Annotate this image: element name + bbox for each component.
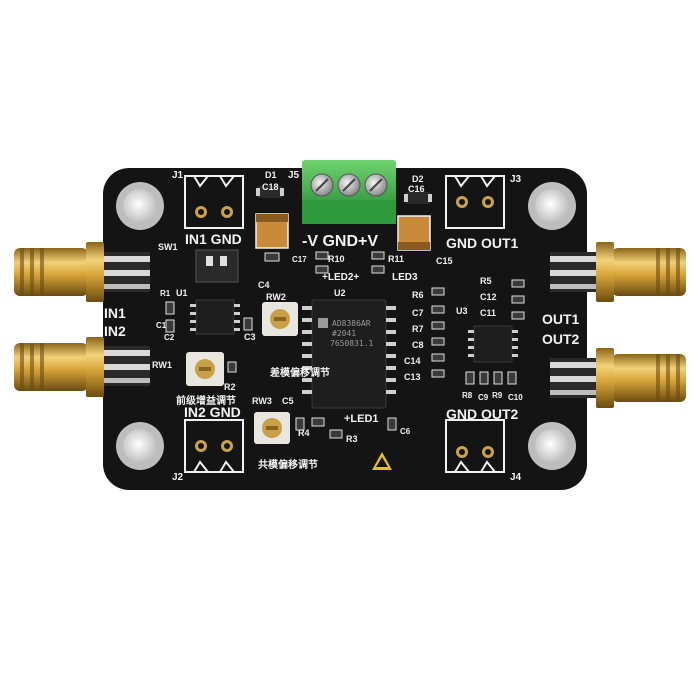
- label-r2: R2: [224, 382, 236, 392]
- power-terminal-block: [302, 160, 396, 224]
- label-rw3: RW3: [252, 396, 272, 406]
- label-u1: U1: [176, 288, 188, 298]
- label-c9: C9: [478, 393, 489, 402]
- sma-connector-out2: [550, 348, 686, 408]
- header-j2: [184, 419, 244, 473]
- label-c8: C8: [412, 340, 424, 350]
- label-c1: C1: [156, 321, 167, 330]
- label-c15: C15: [436, 256, 453, 266]
- label-c10: C10: [508, 393, 523, 402]
- label-j5: J5: [288, 170, 300, 181]
- label-rw2: RW2: [266, 292, 286, 302]
- mounting-hole-top-left: [116, 182, 164, 230]
- label-c3: C3: [244, 332, 256, 342]
- smd-components: [165, 251, 525, 439]
- label-in2-gnd: IN2 GND: [184, 404, 241, 420]
- chip-u2: [302, 299, 396, 409]
- label-c5: C5: [282, 396, 294, 406]
- label-r4: R4: [298, 428, 310, 438]
- label-c11: C11: [480, 308, 496, 318]
- sma-connector-out1: [550, 242, 686, 302]
- label-r9: R9: [492, 391, 503, 400]
- label-c4: C4: [258, 280, 270, 290]
- label-gnd-out1: GND OUT1: [446, 235, 519, 251]
- esd-warning-icon: [372, 452, 392, 470]
- header-j3: [445, 175, 505, 229]
- label-in1: IN1: [104, 305, 126, 321]
- label-rw1: RW1: [152, 360, 172, 370]
- chip-marking-line1: AD8386AR: [332, 319, 371, 328]
- label-j2: J2: [172, 472, 184, 483]
- label-out2: OUT2: [542, 331, 580, 347]
- chip-marking-line3: 7650831.1: [330, 339, 374, 348]
- label-j3: J3: [510, 174, 522, 185]
- trimpot-rw2: [262, 302, 298, 336]
- header-j1: [184, 175, 244, 229]
- label-r10: R10: [328, 254, 345, 264]
- label-sw1: SW1: [158, 242, 178, 252]
- label-c12: C12: [480, 292, 497, 302]
- label-led1: +LED1: [344, 413, 379, 425]
- sma-connector-in2: [14, 337, 150, 397]
- label-common-offset: 共模偏移调节: [258, 458, 318, 471]
- label-r5: R5: [480, 276, 492, 286]
- label-led3: LED3: [392, 272, 418, 283]
- label-r7: R7: [412, 324, 424, 334]
- trimpot-rw3: [254, 412, 290, 444]
- label-out1: OUT1: [542, 311, 580, 327]
- trimpot-rw1: [186, 352, 224, 386]
- cap-c17: [255, 213, 289, 249]
- label-in1-gnd: IN1 GND: [185, 231, 242, 247]
- label-diff-offset: 差模偏移调节: [270, 366, 330, 379]
- label-j1: J1: [172, 170, 184, 181]
- label-r1: R1: [160, 289, 171, 298]
- chip-u3: [468, 325, 518, 363]
- label-gain-adjust: 前级增益调节: [176, 394, 236, 407]
- label-c2: C2: [164, 333, 175, 342]
- diode-d2: [404, 192, 432, 204]
- label-c7: C7: [412, 308, 424, 318]
- mounting-hole-bottom-left: [116, 422, 164, 470]
- label-u3: U3: [456, 306, 468, 316]
- label-r3: R3: [346, 434, 358, 444]
- label-led2: +LED2+: [322, 272, 359, 283]
- diode-d1: [256, 186, 284, 198]
- mounting-hole-top-right: [528, 182, 576, 230]
- cap-c15: [397, 215, 431, 251]
- label-r11: R11: [388, 254, 404, 264]
- dip-switch-sw1: [195, 249, 239, 283]
- mounting-hole-bottom-right: [528, 422, 576, 470]
- label-j4: J4: [510, 472, 522, 483]
- label-c18: C18: [262, 182, 279, 192]
- label-c14: C14: [404, 356, 421, 366]
- label-r6: R6: [412, 290, 424, 300]
- sma-connector-in1: [14, 242, 150, 302]
- label-supply: -V GND+V: [302, 233, 378, 250]
- label-u2: U2: [334, 288, 346, 298]
- label-c17: C17: [292, 255, 307, 264]
- label-d1: D1: [265, 170, 277, 180]
- label-c6: C6: [400, 427, 411, 436]
- label-gnd-out2: GND OUT2: [446, 406, 519, 422]
- label-c16: C16: [408, 184, 425, 194]
- chip-marking-line2: #2041: [332, 329, 356, 338]
- chip-u1: [190, 299, 240, 335]
- label-c13: C13: [404, 372, 421, 382]
- label-d2: D2: [412, 174, 424, 184]
- header-j4: [445, 419, 505, 473]
- label-r8: R8: [462, 391, 473, 400]
- label-in2: IN2: [104, 323, 126, 339]
